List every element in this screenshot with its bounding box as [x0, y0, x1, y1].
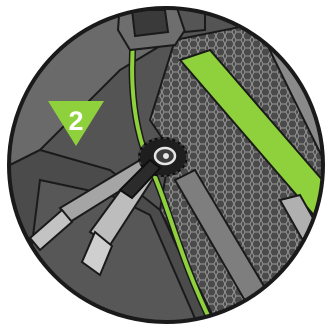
- step-number: 2: [59, 104, 93, 138]
